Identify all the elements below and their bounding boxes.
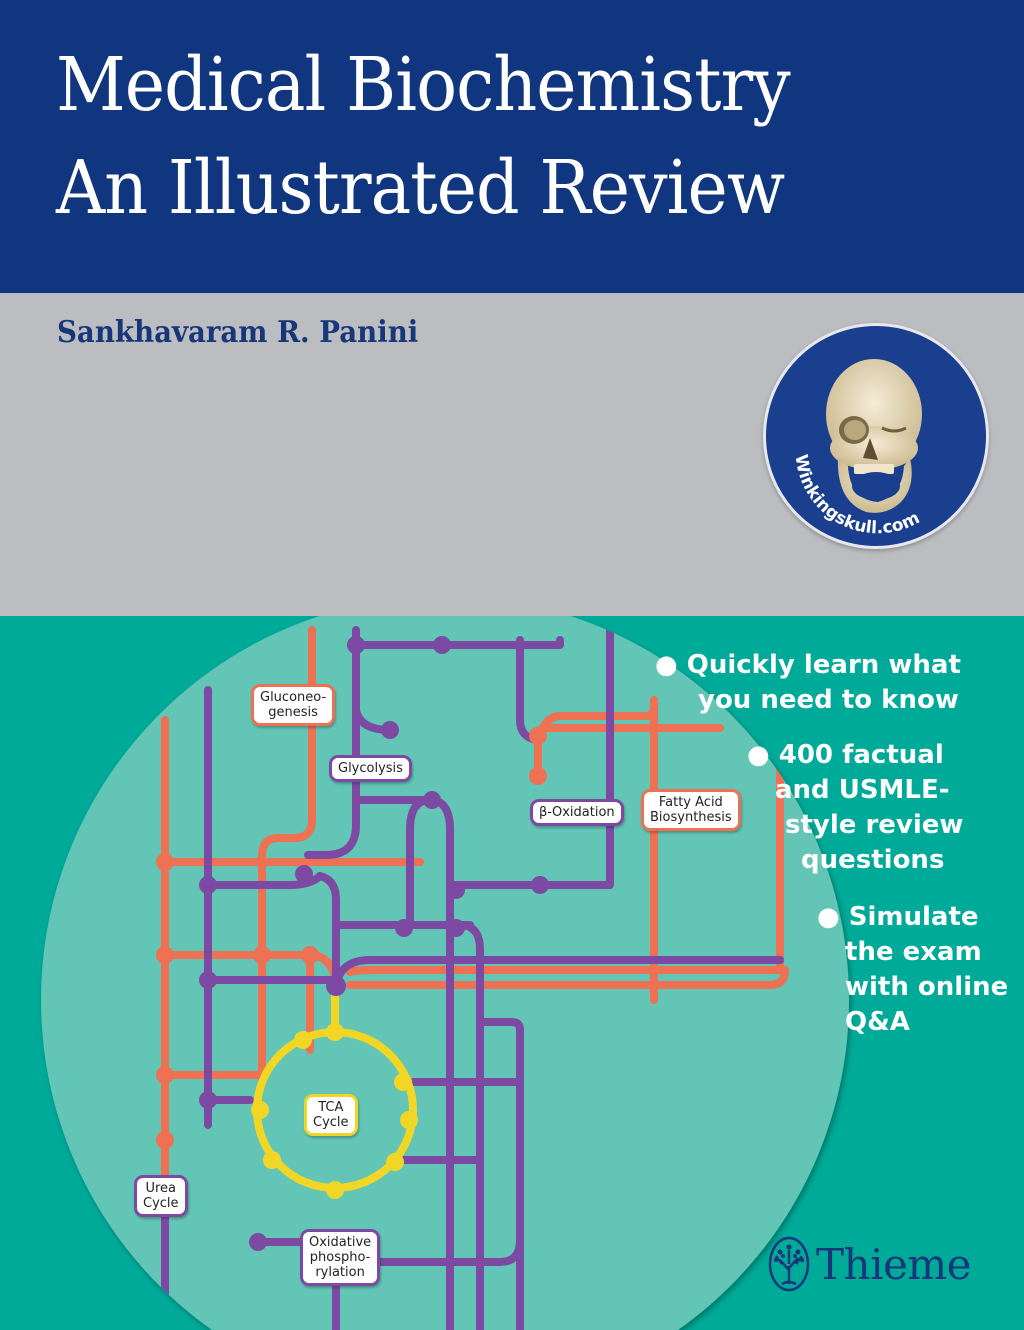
publisher-name: Thieme — [816, 1239, 972, 1289]
label-fatty-acid-biosynthesis: Fatty Acid Biosynthesis — [641, 789, 741, 831]
tree-logo-icon — [768, 1236, 810, 1292]
label-tca-cycle: TCA Cycle — [304, 1094, 358, 1136]
label-beta-oxidation: β-Oxidation — [530, 799, 624, 826]
winking-skull-icon: Winkingskull.com — [790, 359, 923, 538]
bullet-simulate-exam: ● Simulate the exam with online Q&A — [817, 902, 1009, 1037]
book-title-line-1: Medical Biochemistry — [56, 42, 791, 128]
title-banner: Medical Biochemistry An Illustrated Revi… — [0, 0, 1024, 293]
label-urea-cycle: Urea Cycle — [134, 1175, 188, 1217]
bullet-400-questions: ● 400 factual and USMLE- style review qu… — [747, 740, 964, 875]
author-name: Sankhavaram R. Panini — [57, 315, 419, 350]
publisher-logo: Thieme — [768, 1236, 972, 1292]
label-gluconeogenesis: Gluconeo- genesis — [251, 684, 336, 726]
book-title-line-2: An Illustrated Review — [56, 145, 785, 231]
label-oxidative-phosphorylation: Oxidative phospho- rylation — [300, 1229, 381, 1286]
winkingskull-badge: Winkingskull.com — [763, 323, 989, 549]
label-glycolysis: Glycolysis — [329, 755, 412, 782]
bullet-quickly-learn: ● Quickly learn what you need to know — [655, 650, 961, 715]
